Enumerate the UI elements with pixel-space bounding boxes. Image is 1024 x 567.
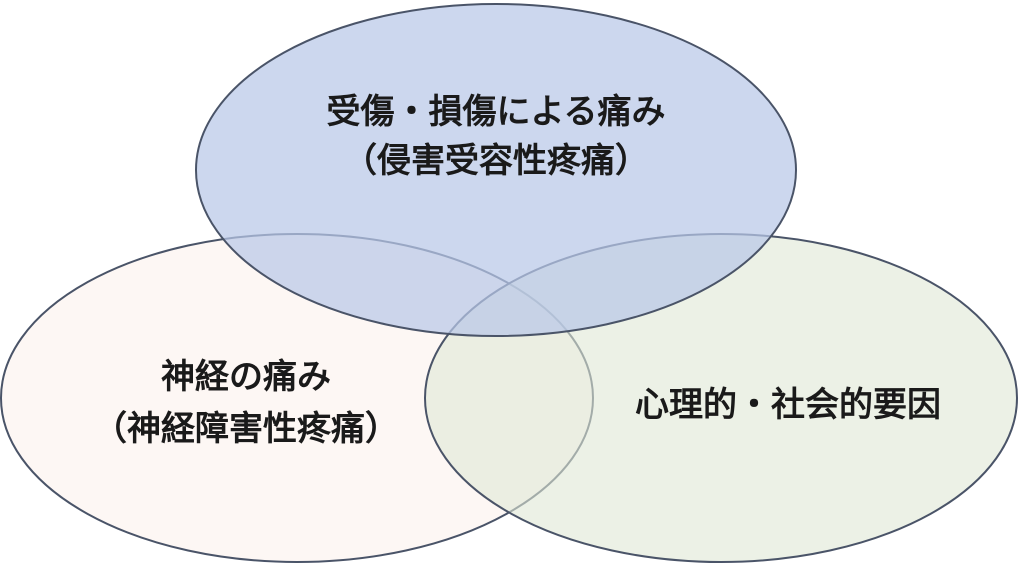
neuropathic-label-line2: （神経障害性疼痛） <box>93 409 399 449</box>
nociceptive-label-line2: （侵害受容性疼痛） <box>343 141 649 181</box>
nociceptive-label-line1: 受傷・損傷による痛み <box>327 92 666 132</box>
nociceptive-pain-circle <box>195 3 797 337</box>
psychosocial-label: 心理的・社会的要因 <box>635 385 941 425</box>
neuropathic-label-line1: 神経の痛み <box>161 357 331 397</box>
